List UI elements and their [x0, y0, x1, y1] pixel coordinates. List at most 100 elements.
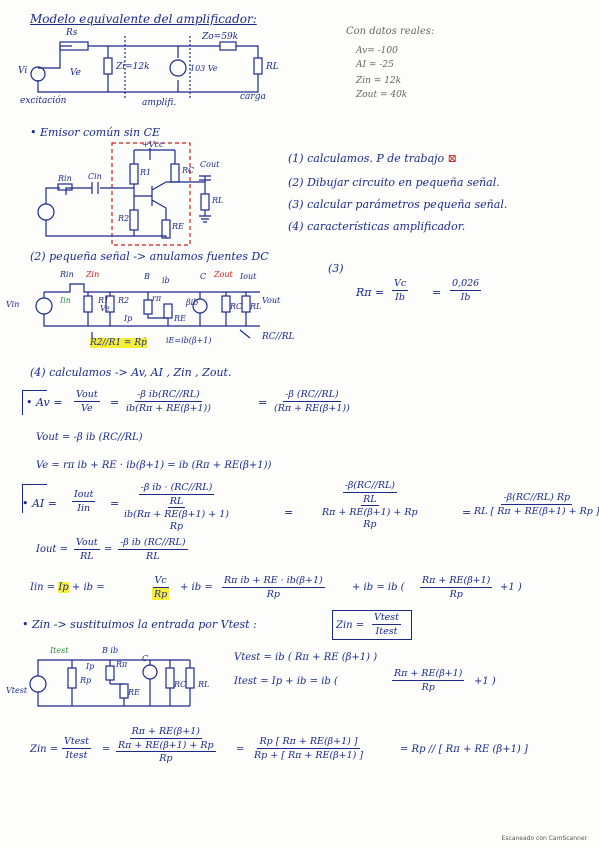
model-label-load: carga	[240, 92, 266, 102]
model-ve: Ve	[70, 68, 81, 78]
ce-re: RE	[172, 222, 184, 231]
real-data-ai: AI = -25	[356, 60, 394, 70]
ss-c: C	[200, 272, 207, 281]
zin-final-eq-2: =	[236, 744, 245, 755]
model-zi: Zi=12k	[116, 62, 150, 72]
ce-r2: R2	[118, 214, 130, 223]
zin-rc: RC	[174, 680, 187, 689]
ce-rc: RC	[182, 166, 195, 175]
zin-rp: Rp	[80, 676, 92, 685]
ss-r1: R1	[98, 296, 110, 305]
rpi-eq: =	[432, 286, 442, 299]
page-title: Modelo equivalente del amplificador:	[30, 12, 257, 26]
step-3-marker: (3)	[328, 262, 344, 275]
av-box-corner	[22, 390, 47, 415]
zin-final-frac-3: Rp [ Rπ + RE(β+1) ]Rp + [ Rπ + RE(β+1) ]	[254, 736, 364, 761]
zin-ip: Ip	[86, 662, 95, 671]
zin-definition-box	[332, 610, 412, 640]
ai-eq-3: =	[462, 506, 472, 519]
av-vout-eq: Vout = -β ib (RC//RL)	[36, 432, 143, 443]
ai-bullet: • AI =	[22, 497, 57, 510]
real-data-zin: Zin = 12k	[356, 76, 402, 86]
zin-b-ib: B ib	[102, 646, 119, 655]
zin-vtest-eq: Vtest = ib ( Rπ + RE (β+1) )	[234, 652, 378, 663]
iin-plus-2: + ib = ib (	[352, 582, 405, 593]
ai-frac-1: -β ib · (RC//RL) RL ib(Rπ + RE(β+1) + 1)…	[124, 482, 229, 532]
iin-tail: +1 )	[500, 582, 522, 593]
model-source: 103 Ve	[190, 64, 218, 73]
rc-rl-note: RC//RL	[262, 332, 295, 342]
model-label-amplifier: amplifi.	[142, 98, 177, 108]
iout-lhs: Iout =	[36, 544, 68, 555]
zin-heading: • Zin -> sustituimos la entrada por Vtes…	[22, 618, 257, 631]
av-frac-3: -β (RC//RL)(Rπ + RE(β+1))	[274, 389, 350, 414]
real-data-heading: Con datos reales:	[346, 26, 435, 37]
section-small-signal-heading: (2) pequeña señal -> anulamos fuentes DC	[30, 250, 269, 263]
ss-iin: Iin	[60, 296, 71, 305]
ss-b: B	[144, 272, 150, 281]
ss-vout: Vout	[262, 296, 281, 305]
step-4: (4) características amplificador.	[288, 220, 466, 233]
model-zo: Zo=59k	[202, 32, 239, 42]
ss-zout: Zout	[214, 270, 233, 279]
zin-final-lhs: Zin =	[30, 744, 59, 755]
iout-frac-2: -β ib (RC//RL)RL	[118, 537, 188, 562]
zin-final-tail: = Rp // [ Rπ + RE (β+1) ]	[400, 744, 528, 755]
ss-beta-ib: βib	[186, 298, 199, 307]
ce-rin: Rin	[58, 174, 72, 183]
zin-vtest-label: Vtest	[6, 686, 28, 695]
av-lhs: • Av =	[26, 396, 63, 409]
iout-eq: =	[104, 544, 113, 555]
zin-final-frac-2: Rπ + RE(β+1) Rπ + RE(β+1) + Rp Rp	[116, 726, 216, 764]
iin-frac-2: Rπ ib + RE · ib(β+1)Rp	[222, 575, 325, 600]
ss-rpi: rπ	[152, 294, 162, 303]
model-rl: RL	[266, 62, 279, 72]
ss-r2: R2	[118, 296, 130, 305]
ai-box-corner	[22, 484, 47, 513]
rp-equivalence: R2//R1 = Rp	[90, 338, 147, 348]
step-1: (1) calculamos. P de trabajo ⊠	[288, 152, 457, 165]
rpi-lhs: Rπ =	[356, 286, 385, 299]
ce-rl: RL	[212, 196, 224, 205]
ss-rl: RL	[250, 302, 262, 311]
av-ve-eq: Ve = rπ ib + RE · ib(β+1) = ib (Rπ + RE(…	[36, 460, 272, 471]
zin-itest-eq-a: Itest = Ip + ib = ib (	[234, 676, 338, 687]
ce-cin: Cin	[88, 172, 102, 181]
ai-eq-1: =	[110, 497, 120, 510]
model-rs: Rs	[66, 28, 78, 38]
av-eq-1: =	[110, 396, 120, 409]
ss-re: RE	[174, 314, 186, 323]
ss-ip: Ip	[124, 314, 133, 323]
zin-rpi: Rπ	[116, 660, 128, 669]
zin-box-lhs: Zin =	[336, 620, 365, 631]
real-data-av: Av= -100	[356, 46, 398, 56]
ai-eq-2: =	[284, 506, 294, 519]
ss-vin: Vin	[6, 300, 20, 309]
av-eq-2: =	[258, 396, 268, 409]
ss-iout: Iout	[240, 272, 257, 281]
model-label-excitation: excitación	[20, 96, 67, 106]
zin-itest-frac: Rπ + RE(β+1)Rp	[392, 668, 465, 693]
zin-re: RE	[128, 688, 140, 697]
zin-final-eq-1: =	[102, 744, 111, 755]
zin-itest-eq-b: +1 )	[474, 676, 496, 687]
ss-rc: RC	[230, 302, 243, 311]
ce-vcc: +Vcc	[142, 140, 164, 149]
iin-line: Iin = Ip + ib =	[30, 582, 105, 593]
step-2: (2) Dibujar circuito en pequeña señal.	[288, 176, 500, 189]
zin-rl: RL	[198, 680, 210, 689]
iin-frac-3: Rπ + RE(β+1)Rp	[420, 575, 493, 600]
ai-frac-2: -β(RC//RL) RL Rπ + RE(β+1) + Rp Rp	[322, 480, 418, 530]
ss-zin: Zin	[86, 270, 100, 279]
